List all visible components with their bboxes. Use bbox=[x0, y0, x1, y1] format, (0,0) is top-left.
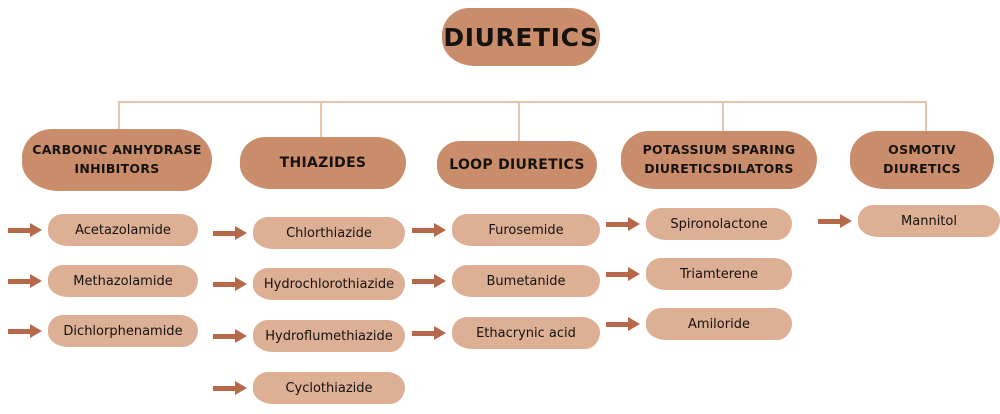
drug-pill[interactable]: Hydroflumethiazide bbox=[253, 320, 405, 352]
drug-row: Dichlorphenamide bbox=[8, 315, 198, 347]
arrow-right-icon bbox=[8, 274, 44, 288]
root-node-diuretics[interactable]: DIURETICS bbox=[442, 8, 600, 66]
drug-label: Dichlorphenamide bbox=[63, 323, 183, 339]
root-node-label: DIURETICS bbox=[443, 22, 599, 52]
arrow-right-icon bbox=[412, 223, 448, 237]
drug-label: Hydroflumethiazide bbox=[265, 328, 393, 344]
drug-row: Cyclothiazide bbox=[213, 372, 405, 404]
category-header-loop-diuretics[interactable]: LOOP DIURETICS bbox=[437, 141, 597, 189]
arrow-right-icon bbox=[8, 223, 44, 237]
category-header-label: LOOP DIURETICS bbox=[449, 155, 584, 176]
connector-vertical-col-2 bbox=[320, 101, 322, 139]
drug-row: Acetazolamide bbox=[8, 214, 198, 246]
drug-label: Mannitol bbox=[901, 213, 957, 229]
connector-horizontal-bus bbox=[118, 101, 926, 103]
drug-pill[interactable]: Mannitol bbox=[858, 205, 1000, 237]
category-header-label: POTASSIUM SPARING DIURETICSDILATORS bbox=[643, 141, 796, 179]
drug-row: Furosemide bbox=[412, 214, 600, 246]
category-header-line1: CARBONIC ANHYDRASE bbox=[32, 142, 202, 158]
drug-row: Bumetanide bbox=[412, 265, 600, 297]
drug-pill[interactable]: Spironolactone bbox=[646, 208, 792, 240]
category-header-label: THIAZIDES bbox=[280, 153, 367, 174]
drug-label: Hydrochlorothiazide bbox=[263, 276, 395, 292]
drug-label: Cyclothiazide bbox=[285, 380, 373, 396]
arrow-right-icon bbox=[412, 326, 448, 340]
drug-label: Methazolamide bbox=[73, 273, 173, 289]
category-header-carbonic-anhydrase-inhibitors[interactable]: CARBONIC ANHYDRASE INHIBITORS bbox=[22, 129, 212, 191]
category-header-line2: INHIBITORS bbox=[74, 161, 160, 176]
arrow-right-icon bbox=[606, 317, 642, 331]
drug-pill[interactable]: Hydrochlorothiazide bbox=[253, 268, 405, 300]
drug-pill[interactable]: Furosemide bbox=[452, 214, 600, 246]
category-header-label: CARBONIC ANHYDRASE INHIBITORS bbox=[32, 141, 202, 179]
drug-label: Spironolactone bbox=[670, 216, 768, 232]
arrow-right-icon bbox=[213, 329, 249, 343]
drug-row: Ethacrynic acid bbox=[412, 317, 600, 349]
category-header-label: OSMOTIV DIURETICS bbox=[883, 141, 961, 179]
drug-row: Amiloride bbox=[606, 308, 792, 340]
arrow-right-icon bbox=[213, 277, 249, 291]
drug-label: Bumetanide bbox=[486, 273, 566, 289]
category-header-line1: OSMOTIV bbox=[888, 142, 956, 158]
category-header-potassium-sparing-diureticsdilators[interactable]: POTASSIUM SPARING DIURETICSDILATORS bbox=[621, 131, 817, 189]
arrow-right-icon bbox=[8, 324, 44, 338]
arrow-right-icon bbox=[213, 226, 249, 240]
drug-label: Ethacrynic acid bbox=[476, 325, 576, 341]
drug-pill[interactable]: Dichlorphenamide bbox=[48, 315, 198, 347]
drug-row: Hydrochlorothiazide bbox=[213, 268, 405, 300]
drug-row: Spironolactone bbox=[606, 208, 792, 240]
category-header-line2: DIURETICSDILATORS bbox=[644, 161, 794, 176]
connector-vertical-col-5 bbox=[925, 101, 927, 133]
connector-vertical-col-4 bbox=[722, 101, 724, 131]
drug-row: Triamterene bbox=[606, 258, 792, 290]
category-header-osmotiv-diuretics[interactable]: OSMOTIV DIURETICS bbox=[850, 131, 994, 189]
drug-row: Hydroflumethiazide bbox=[213, 320, 405, 352]
drug-pill[interactable]: Amiloride bbox=[646, 308, 792, 340]
category-header-line1: THIAZIDES bbox=[279, 154, 367, 171]
category-header-line2: DIURETICS bbox=[883, 161, 961, 176]
category-header-thiazides[interactable]: THIAZIDES bbox=[240, 137, 406, 189]
drug-pill[interactable]: Cyclothiazide bbox=[253, 372, 405, 404]
drug-row: Chlorthiazide bbox=[213, 217, 405, 249]
drug-label: Chlorthiazide bbox=[286, 225, 372, 241]
drug-row: Methazolamide bbox=[8, 265, 198, 297]
drug-label: Furosemide bbox=[488, 222, 564, 238]
connector-vertical-col-3 bbox=[518, 101, 520, 141]
arrow-right-icon bbox=[606, 267, 642, 281]
drug-pill[interactable]: Triamterene bbox=[646, 258, 792, 290]
arrow-right-icon bbox=[606, 217, 642, 231]
connector-vertical-col-1 bbox=[118, 101, 120, 133]
drug-pill[interactable]: Methazolamide bbox=[48, 265, 198, 297]
category-header-line1: POTASSIUM SPARING bbox=[642, 142, 796, 158]
arrow-right-icon bbox=[213, 381, 249, 395]
drug-label: Acetazolamide bbox=[75, 222, 171, 238]
arrow-right-icon bbox=[412, 274, 448, 288]
category-header-line1: LOOP DIURETICS bbox=[449, 156, 585, 173]
drug-pill[interactable]: Acetazolamide bbox=[48, 214, 198, 246]
arrow-right-icon bbox=[818, 214, 854, 228]
drug-pill[interactable]: Bumetanide bbox=[452, 265, 600, 297]
drug-pill[interactable]: Ethacrynic acid bbox=[452, 317, 600, 349]
drug-label: Amiloride bbox=[688, 316, 750, 332]
drug-row: Mannitol bbox=[818, 205, 1000, 237]
drug-label: Triamterene bbox=[679, 266, 758, 282]
drug-pill[interactable]: Chlorthiazide bbox=[253, 217, 405, 249]
